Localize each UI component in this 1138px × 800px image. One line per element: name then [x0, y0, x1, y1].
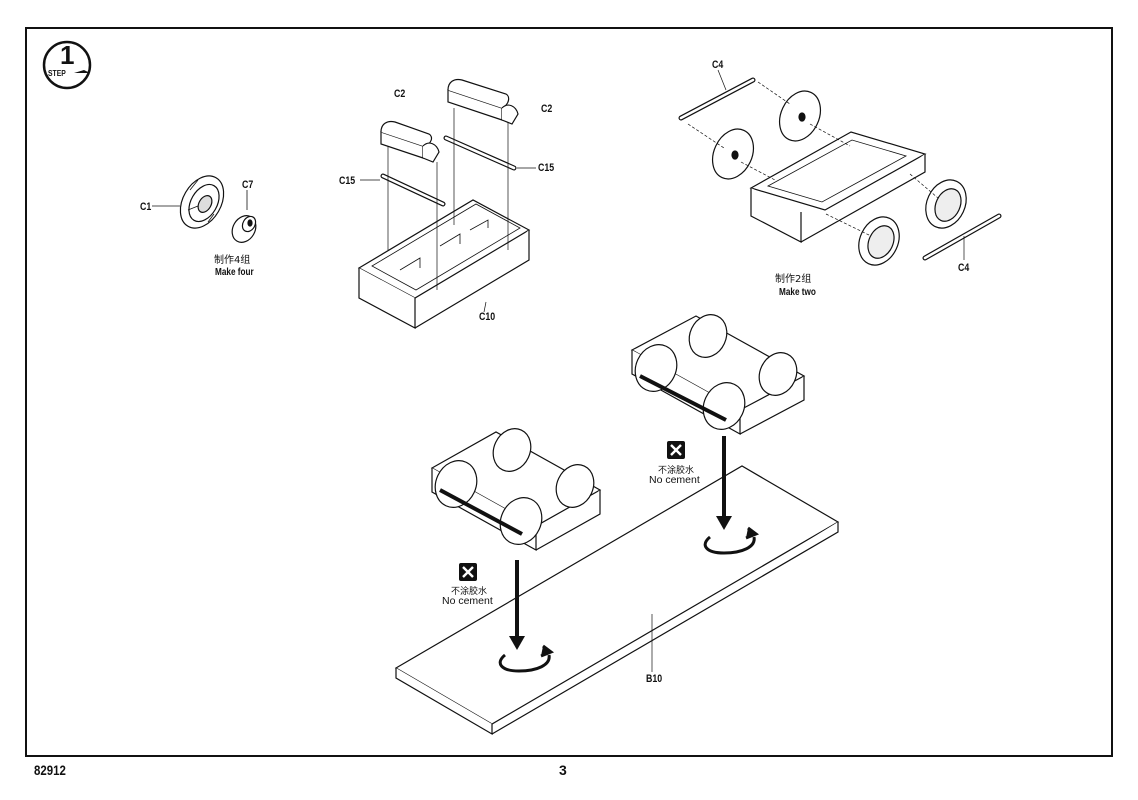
- rotate-arrow-icon: [498, 526, 760, 673]
- make-two-cn: 制作2组: [775, 274, 812, 285]
- base-plate-b10: [394, 465, 840, 736]
- no-cement-icon: [459, 441, 685, 581]
- svg-text:1: 1: [60, 40, 74, 70]
- assembled-bogie-right: [630, 314, 806, 436]
- part-label-c7: C7: [242, 179, 254, 191]
- step-badge-icon: 1: [42, 40, 92, 90]
- bogie-frame-c10-assembly: [357, 78, 536, 330]
- make-four-cn: 制作4组: [214, 255, 251, 266]
- part-label-c2-right: C2: [541, 103, 553, 115]
- kit-number: 82912: [34, 762, 66, 778]
- part-label-c1: C1: [140, 201, 152, 213]
- make-two-en: Make two: [779, 287, 816, 298]
- page-frame: [25, 27, 1113, 757]
- bogie-axle-c4-assembly: [678, 69, 1002, 266]
- part-label-c2-left: C2: [394, 88, 406, 100]
- down-arrow-icon: [509, 436, 732, 650]
- part-label-c4-bottom: C4: [958, 262, 970, 274]
- no-cement-cn-right: 不涂胶水: [658, 466, 695, 476]
- page-number: 3: [559, 762, 567, 778]
- no-cement-en-right: No cement: [649, 474, 700, 486]
- part-label-c4-top: C4: [712, 59, 724, 71]
- part-label-c15-right: C15: [538, 162, 555, 174]
- step-label: STEP: [48, 69, 66, 78]
- assembled-bogie-left: [430, 428, 602, 552]
- wheel-c1-assembly: [152, 175, 257, 243]
- make-four-en: Make four: [215, 267, 254, 278]
- no-cement-cn-left: 不涂胶水: [451, 587, 488, 597]
- no-cement-en-left: No cement: [442, 595, 493, 607]
- part-label-c15-left: C15: [339, 175, 356, 187]
- part-label-c10: C10: [479, 311, 496, 323]
- part-label-b10: B10: [646, 673, 663, 685]
